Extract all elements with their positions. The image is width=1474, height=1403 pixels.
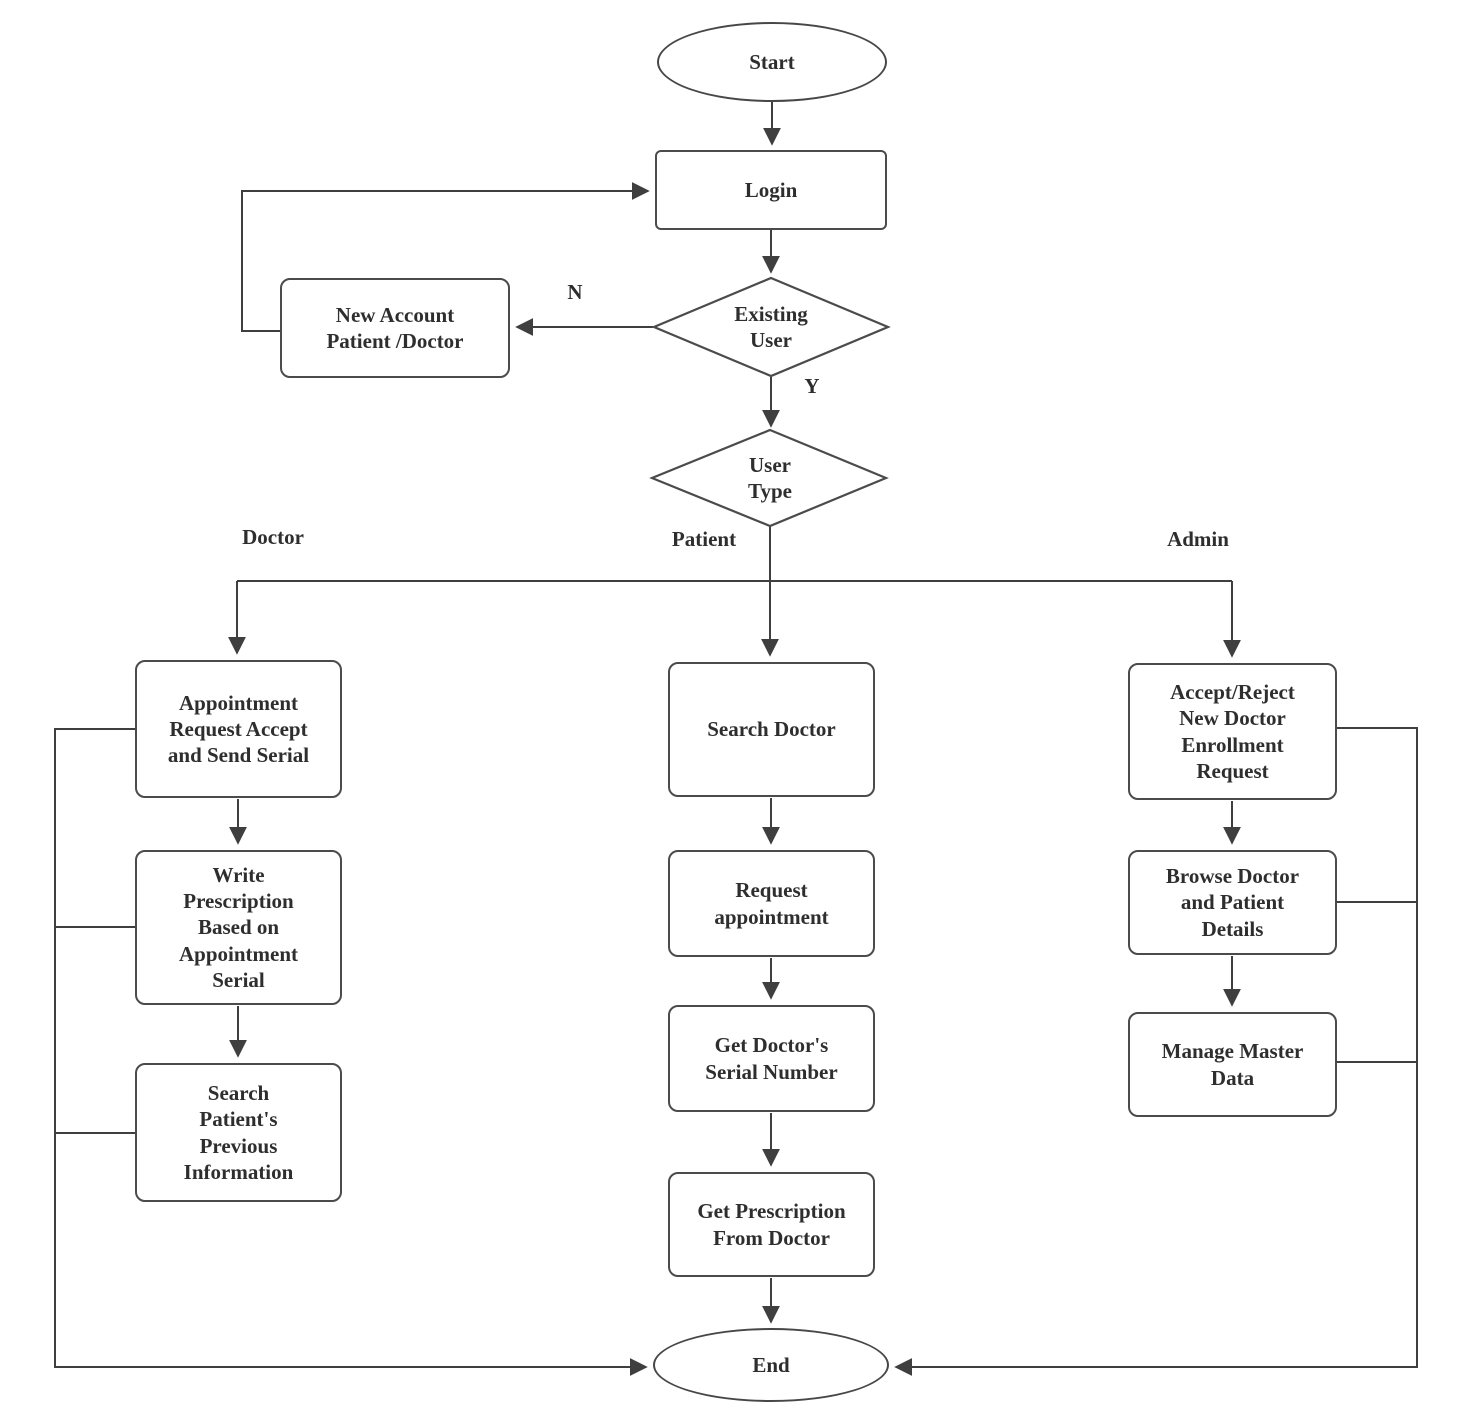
edge-admin-rail-end (894, 727, 1418, 1376)
patient-step-get-serial-number: Get Doctor's Serial Number (668, 1005, 875, 1112)
doctor-step-search-patient-info: Search Patient's Previous Information (135, 1063, 342, 1202)
patient-branch-label: Patient (671, 527, 737, 551)
end-terminator: End (653, 1328, 889, 1402)
edge-label-yes: Y (804, 374, 820, 398)
edge-new-account-login (241, 182, 650, 332)
start-terminator: Start (657, 22, 887, 102)
doctor-step-appointment-request: Appointment Request Accept and Send Seri… (135, 660, 342, 798)
existing-user-decision-label: Existing User (734, 301, 808, 352)
admin-step-manage-master-data: Manage Master Data (1128, 1012, 1337, 1117)
patient-step-request-appointment: Request appointment (668, 850, 875, 957)
patient-step-get-prescription: Get Prescription From Doctor (668, 1172, 875, 1277)
login-process: Login (655, 150, 887, 230)
admin-branch-label: Admin (1167, 527, 1229, 551)
user-type-decision-shape (649, 428, 889, 528)
edge-doctor-rail-end (54, 728, 648, 1376)
new-account-process: New Account Patient /Doctor (280, 278, 510, 378)
admin-step-browse-details: Browse Doctor and Patient Details (1128, 850, 1337, 955)
admin-step-enrollment-request: Accept/Reject New Doctor Enrollment Requ… (1128, 663, 1337, 800)
doctor-step-write-prescription: Write Prescription Based on Appointment … (135, 850, 342, 1005)
patient-step-search-doctor: Search Doctor (668, 662, 875, 797)
doctor-branch-label: Doctor (242, 525, 304, 549)
existing-user-decision-shape (651, 276, 891, 378)
edge-label-no: N (567, 280, 583, 304)
user-type-decision-label: User Type (748, 452, 792, 503)
